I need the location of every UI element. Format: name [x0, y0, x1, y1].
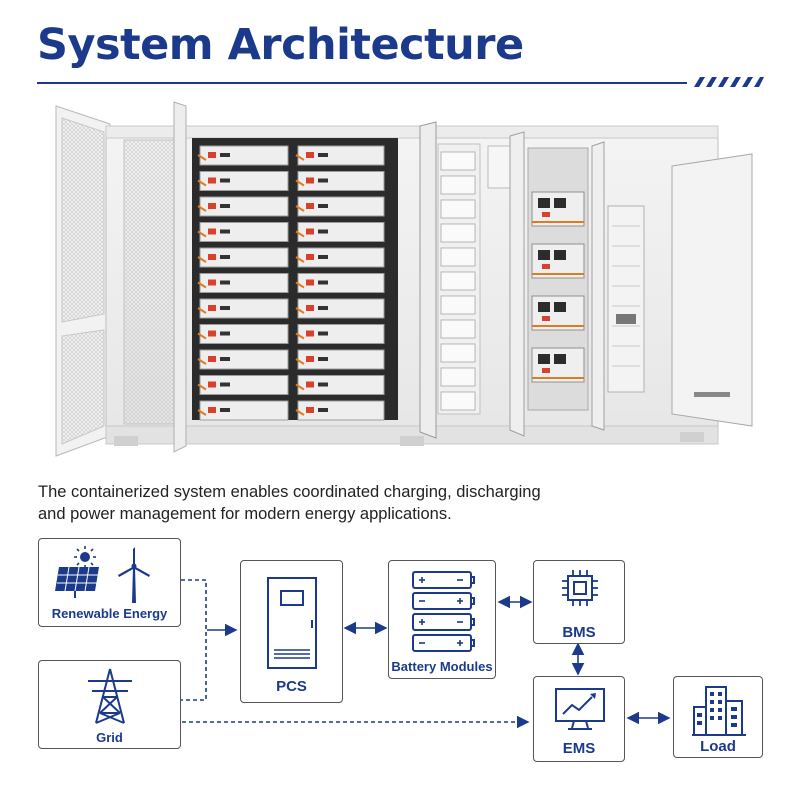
buildings-icon [692, 686, 746, 736]
inverter-cabinet-icon [267, 577, 317, 669]
transmission-tower-icon [88, 668, 132, 724]
renewable-energy-box: Renewable Energy [38, 538, 181, 627]
description-line-2: and power management for modern energy a… [38, 505, 452, 523]
battery-stack-icon [412, 571, 475, 652]
description: The containerized system enables coordin… [38, 481, 598, 525]
ems-box: EMS [533, 676, 625, 762]
renewable-to-pcs-line [181, 579, 207, 701]
renewable-energy-label: Renewable Energy [51, 606, 168, 621]
grid-label: Grid [96, 730, 123, 745]
decorative-stripes-icon [694, 77, 764, 87]
description-line-1: The containerized system enables coordin… [38, 483, 541, 501]
solar-panel-icon [55, 566, 99, 598]
pcs-label: PCS [276, 678, 307, 695]
chip-icon [562, 570, 598, 606]
battery-modules-box: Battery Modules [388, 560, 496, 679]
battery-modules-label: Battery Modules [391, 659, 493, 674]
load-box: Load [673, 676, 763, 758]
bms-label: BMS [562, 624, 596, 641]
load-label: Load [700, 738, 736, 755]
monitor-chart-icon [555, 688, 605, 730]
pcs-box: PCS [240, 560, 343, 703]
sun-icon [74, 546, 96, 568]
battery-storage-container-illustration [55, 101, 753, 457]
title-divider [37, 82, 687, 84]
bms-box: BMS [533, 560, 625, 644]
ems-label: EMS [562, 740, 596, 757]
wind-turbine-icon [118, 547, 150, 603]
page-title: System Architecture [37, 20, 524, 70]
grid-box: Grid [38, 660, 181, 749]
